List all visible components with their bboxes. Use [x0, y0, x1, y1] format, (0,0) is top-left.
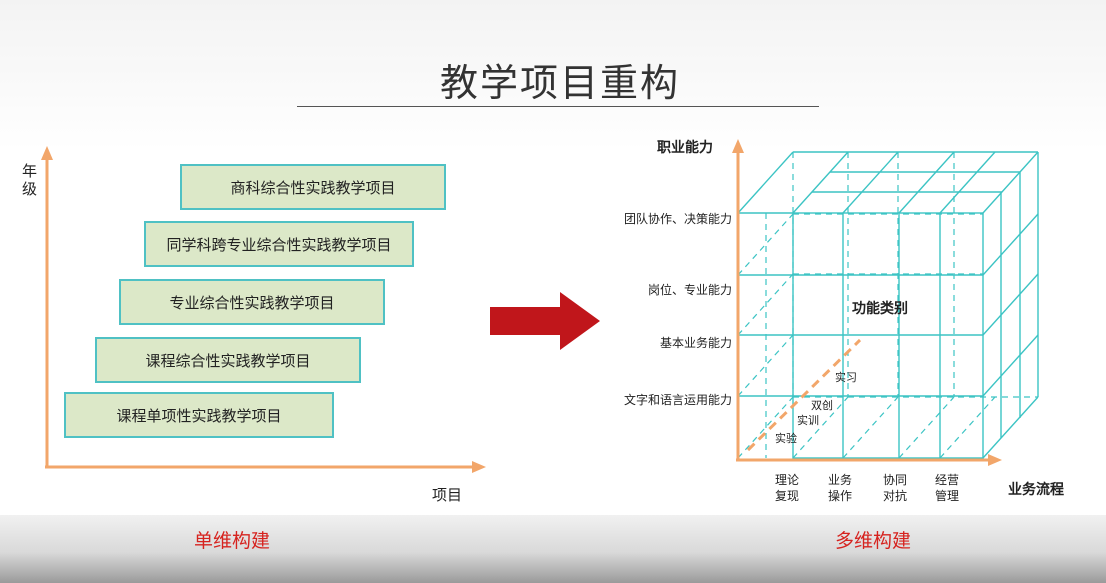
left-x-axis-arrowhead — [472, 461, 486, 473]
diag-experiment: 实验 — [775, 432, 797, 445]
step-major-comprehensive: 专业综合性实践教学项目 — [119, 279, 385, 325]
step-course-comprehensive: 课程综合性实践教学项目 — [95, 337, 361, 383]
process-operation: 业务操作 — [827, 473, 852, 503]
ability-basic-business: 基本业务能力 — [659, 336, 732, 350]
process-collaboration: 协同对抗 — [882, 473, 907, 503]
title-underline — [297, 106, 819, 107]
left-caption: 单维构建 — [194, 530, 271, 552]
floor-background — [0, 515, 1106, 583]
right-x-axis-arrowhead — [988, 454, 1002, 466]
transition-arrow — [490, 292, 600, 350]
ability-teamwork: 团队协作、决策能力 — [623, 212, 732, 226]
left-y-axis-arrowhead — [41, 146, 53, 160]
page-title: 教学项目重构 — [439, 61, 680, 105]
right-y-axis-arrowhead — [732, 139, 744, 153]
world-map-background — [0, 0, 1106, 150]
center-category-label: 功能类别 — [852, 301, 908, 317]
cube-grid — [737, 151, 1039, 459]
diag-internship: 实习 — [835, 371, 857, 384]
ability-position: 岗位、专业能力 — [647, 283, 732, 297]
step-business-comprehensive: 商科综合性实践教学项目 — [180, 164, 446, 210]
depth-axis — [746, 338, 862, 452]
diag-innovation: 双创 — [811, 399, 833, 412]
right-x-axis-label: 业务流程 — [1008, 482, 1064, 498]
left-y-axis-label: 年级 — [22, 162, 38, 198]
right-caption: 多维构建 — [835, 530, 912, 552]
ability-language: 文字和语言运用能力 — [623, 393, 732, 407]
right-y-axis-label: 职业能力 — [657, 140, 713, 156]
step-cross-major-comprehensive: 同学科跨专业综合性实践教学项目 — [144, 221, 414, 267]
diag-training: 实训 — [797, 414, 819, 427]
process-management: 经营管理 — [934, 473, 959, 503]
step-course-single: 课程单项性实践教学项目 — [64, 392, 334, 438]
process-theory: 理论复现 — [774, 473, 799, 503]
left-x-axis-label: 项目 — [432, 486, 463, 504]
